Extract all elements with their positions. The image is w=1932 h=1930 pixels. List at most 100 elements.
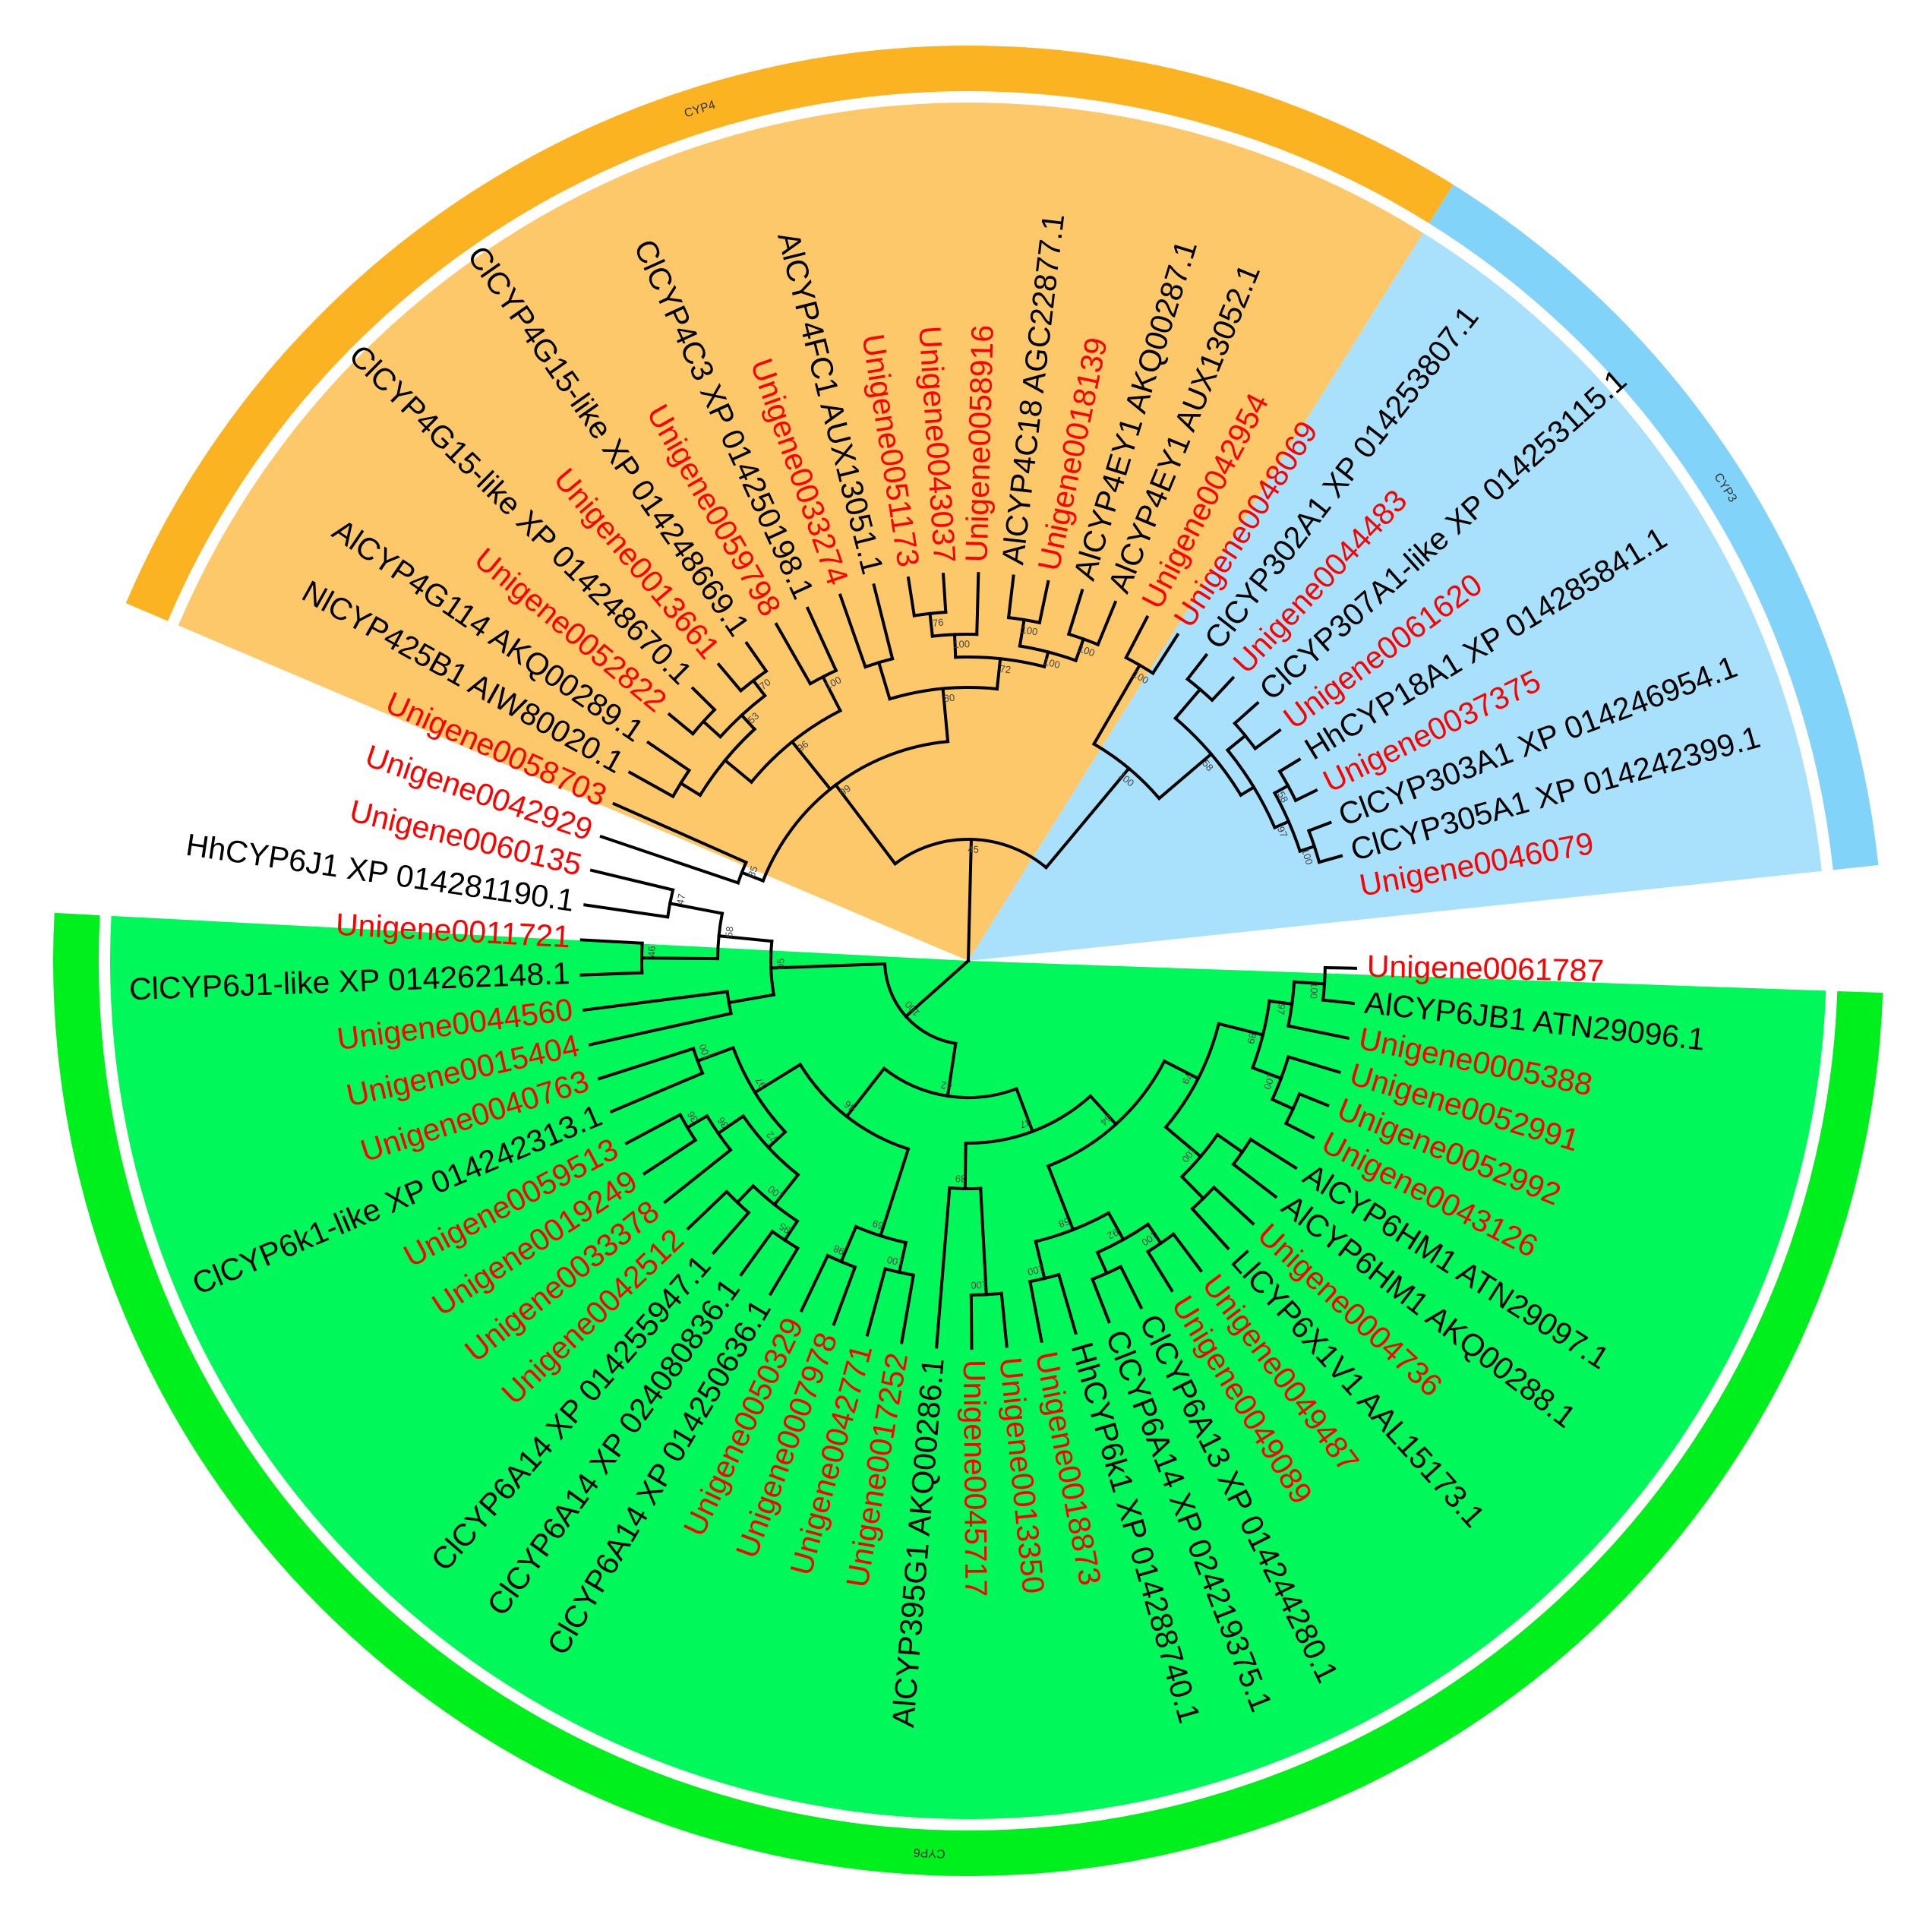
branch-segment xyxy=(716,662,743,693)
branch-segment xyxy=(1306,820,1333,833)
branch-segment xyxy=(769,962,887,970)
branch-segment xyxy=(1225,733,1248,753)
branch-segment xyxy=(740,870,766,883)
branch-arc xyxy=(797,1062,911,1151)
bootstrap-value: 89 xyxy=(1245,1031,1258,1045)
bootstrap-value: 100 xyxy=(1261,1072,1278,1091)
branch-segment xyxy=(579,971,644,977)
branch-segment xyxy=(1249,1137,1298,1170)
branch-arc xyxy=(954,655,1046,669)
branch-segment xyxy=(751,678,767,698)
branch-segment xyxy=(717,934,774,943)
bootstrap-value: 37 xyxy=(1018,1117,1033,1131)
bootstrap-value: 99 xyxy=(838,782,854,798)
branch-segment xyxy=(735,1183,756,1205)
clade-background-cyp6 xyxy=(109,915,1826,1820)
branch-segment xyxy=(1272,783,1290,795)
branch-arc xyxy=(969,1291,1003,1297)
branch-segment xyxy=(1028,1279,1043,1344)
clade-label-cyp6: CYP6 xyxy=(913,1846,945,1860)
bootstrap-value: 36 xyxy=(715,1115,731,1130)
branch-segment xyxy=(904,959,971,1019)
branch-segment xyxy=(865,1267,888,1337)
branch-segment xyxy=(1173,687,1203,721)
branch-segment xyxy=(820,674,843,713)
branch-segment xyxy=(1210,675,1236,703)
branch-segment xyxy=(597,1047,696,1081)
branch-segment xyxy=(1034,1240,1046,1281)
clade-background-cyp4 xyxy=(178,102,1423,961)
branch-segment xyxy=(701,719,723,739)
branch-segment xyxy=(790,739,833,791)
branch-arc xyxy=(740,1113,800,1177)
branch-arc xyxy=(964,1094,1093,1145)
branch-arc xyxy=(1179,1132,1220,1180)
bootstrap-value: 100 xyxy=(1077,643,1096,659)
branch-arc xyxy=(749,708,843,785)
bootstrap-value: 80 xyxy=(943,692,955,704)
branch-segment xyxy=(612,801,749,864)
branch-segment xyxy=(582,990,729,1012)
branch-segment xyxy=(599,834,740,885)
branch-segment xyxy=(1006,574,1015,620)
branch-arc xyxy=(1046,1059,1166,1168)
branch-segment xyxy=(1096,600,1118,647)
branch-arc xyxy=(1034,1211,1111,1243)
branch-arc xyxy=(698,727,757,798)
branch-segment xyxy=(935,1186,952,1349)
branch-segment xyxy=(1037,580,1050,625)
branch-segment xyxy=(1091,662,1142,747)
bootstrap-value: 42 xyxy=(940,1079,953,1092)
branch-segment xyxy=(1124,614,1150,660)
branch-arc xyxy=(1173,715,1243,798)
branch-segment xyxy=(805,606,838,673)
branch-segment xyxy=(1297,1091,1330,1107)
branch-segment xyxy=(1163,1125,1203,1159)
branch-segment xyxy=(1267,999,1294,1006)
branch-segment xyxy=(1088,1094,1119,1126)
branch-segment xyxy=(799,1253,830,1312)
branch-arc xyxy=(1095,1222,1151,1255)
branch-segment xyxy=(975,572,980,636)
branch-segment xyxy=(1095,1250,1109,1276)
branch-segment xyxy=(963,1141,968,1190)
branch-segment xyxy=(1283,1121,1315,1140)
branch-segment xyxy=(1233,700,1260,726)
branch-arc xyxy=(888,686,999,701)
bootstrap-value: 92 xyxy=(1106,1227,1121,1242)
branch-segment xyxy=(678,781,702,798)
branch-arc xyxy=(1018,644,1078,663)
branch-segment xyxy=(1162,1059,1201,1081)
bootstrap-value: 45 xyxy=(968,843,979,854)
branch-arc xyxy=(854,1224,908,1245)
branch-segment xyxy=(711,1210,751,1256)
bootstrap-value: 95 xyxy=(777,1221,792,1236)
branch-segment xyxy=(839,1224,858,1264)
branch-segment xyxy=(1171,1232,1204,1273)
branch-segment xyxy=(906,576,917,618)
branch-segment xyxy=(1074,636,1086,663)
bootstrap-value: 100 xyxy=(953,638,970,650)
branch-segment xyxy=(668,902,724,915)
branch-arc xyxy=(731,1045,788,1135)
branch-segment xyxy=(690,686,717,712)
bootstrap-value: 97 xyxy=(753,1076,769,1091)
bootstrap-value: 98 xyxy=(832,1243,846,1257)
branch-segment xyxy=(685,1113,709,1130)
branch-segment xyxy=(1145,1222,1163,1246)
branch-segment xyxy=(1056,1272,1078,1335)
branch-segment xyxy=(696,1045,736,1063)
branch-segment xyxy=(642,1138,698,1176)
bootstrap-value: 97 xyxy=(1275,1003,1288,1016)
bootstrap-value: 46 xyxy=(646,946,658,957)
branch-segment xyxy=(609,1071,705,1114)
branch-segment xyxy=(639,956,720,961)
branch-segment xyxy=(579,938,644,945)
branch-segment xyxy=(1292,980,1327,986)
bootstrap-value: 36 xyxy=(685,1109,700,1124)
bootstrap-value: 76 xyxy=(932,616,944,628)
branch-segment xyxy=(878,1147,911,1238)
branch-segment xyxy=(1277,757,1302,774)
branch-segment xyxy=(739,1229,775,1277)
branch-segment xyxy=(1321,998,1356,1006)
